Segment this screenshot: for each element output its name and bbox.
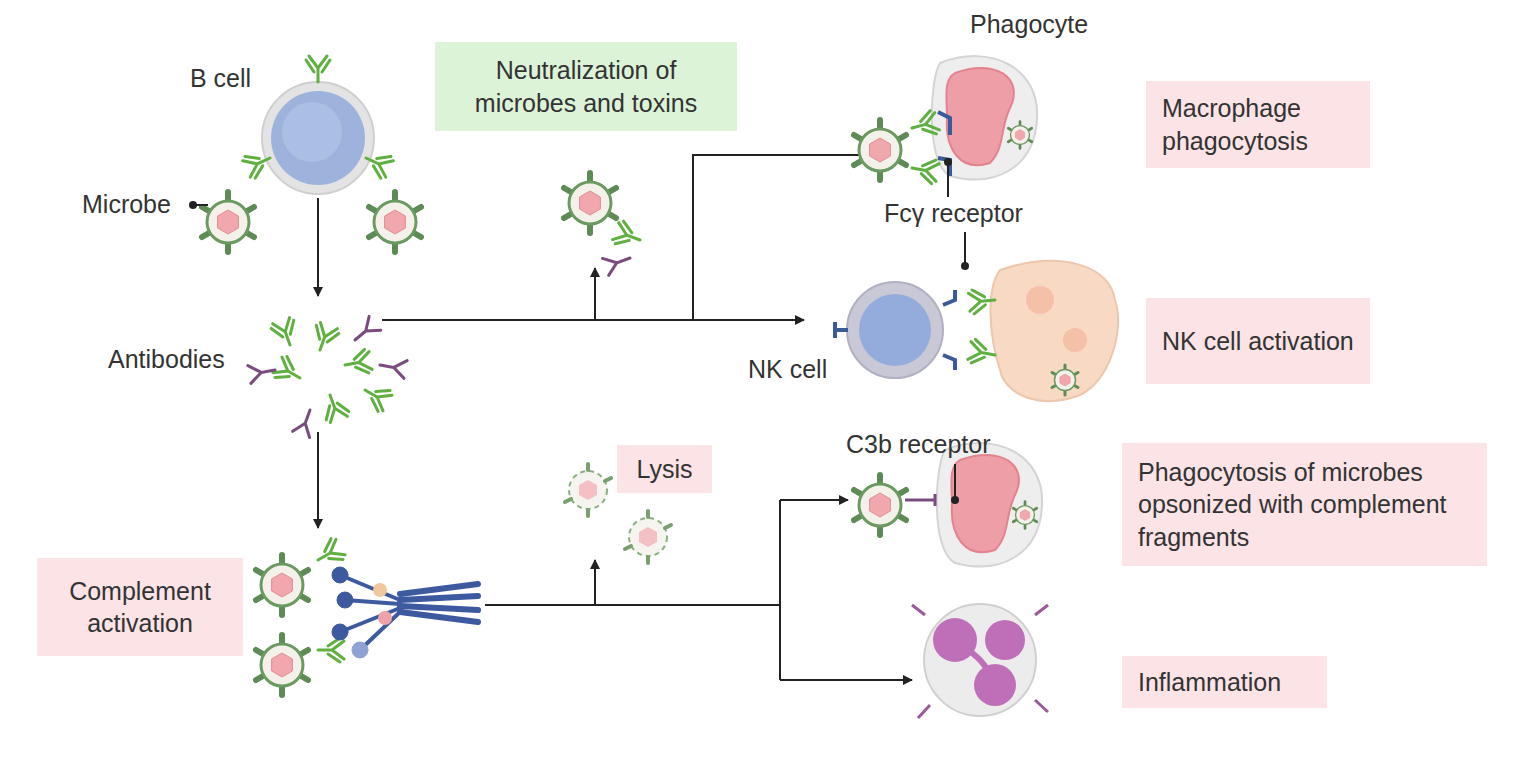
part-label: B cell: [190, 64, 251, 93]
lysed-microbe: [565, 464, 611, 516]
leader-line: [954, 464, 956, 500]
effect-box: Neutralization of microbes and toxins: [435, 42, 737, 131]
microbe: [854, 120, 906, 180]
neutrophil: [912, 604, 1048, 718]
effect-box: Complement activation: [37, 558, 243, 656]
box-text: Complement activation: [53, 575, 227, 640]
box-text: Lysis: [633, 453, 696, 486]
microbe: [854, 475, 906, 535]
microbe: [369, 192, 421, 252]
leader-dot: [189, 201, 197, 209]
nk-cell: [835, 261, 1118, 401]
part-label: C3b receptor: [846, 430, 991, 459]
part-label: NK cell: [748, 355, 827, 384]
phagocyte: [937, 443, 1042, 566]
complement-complex: [332, 567, 478, 658]
part-label: Phagocyte: [970, 10, 1088, 39]
leader-line: [947, 162, 949, 197]
effect-box: NK cell activation: [1146, 298, 1370, 384]
part-label: Antibodies: [108, 345, 225, 374]
antibodies: [248, 316, 407, 437]
effect-box: Phagocytosis of microbes opsonized with …: [1122, 443, 1487, 566]
arrows: [318, 155, 912, 680]
effect-box: Inflammation: [1122, 656, 1327, 708]
part-label: Fcγ receptor: [884, 199, 1023, 228]
box-text: NK cell activation: [1162, 325, 1354, 358]
b-cell: [241, 56, 394, 194]
microbe: [202, 192, 254, 252]
microbe: [256, 635, 308, 695]
leader-line: [964, 232, 966, 266]
part-label: Microbe: [82, 190, 171, 219]
lysed-microbe: [625, 511, 671, 563]
box-text: Neutralization of microbes and toxins: [451, 54, 721, 119]
effect-box: Lysis: [617, 445, 712, 494]
microbe: [564, 173, 616, 233]
box-text: Macrophage phagocytosis: [1162, 92, 1354, 157]
phagocyte: [932, 56, 1037, 179]
effect-box: Macrophage phagocytosis: [1146, 81, 1370, 168]
box-text: Phagocytosis of microbes opsonized with …: [1138, 456, 1471, 554]
microbe: [256, 555, 308, 615]
box-text: Inflammation: [1138, 666, 1311, 699]
